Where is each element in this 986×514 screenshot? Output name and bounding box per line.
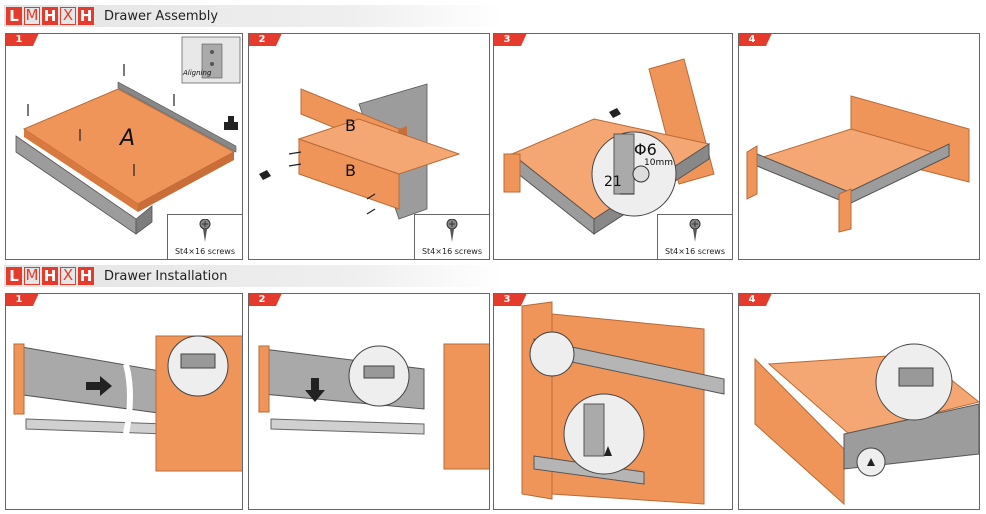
logo-letter: L [6,7,22,25]
screw-callout: St4×16 screws [167,214,242,259]
drawer-installed-illustration [754,343,979,506]
logo-letter: M [24,266,40,285]
logo-letter: H [42,7,58,25]
screw-label: St4×16 screws [421,247,483,256]
aligning-label: Aligning [183,69,212,77]
logo-letter: L [6,267,22,285]
panel-b-top-label: B [345,116,356,135]
drawer-front-illustration [503,58,715,236]
step-badge: 4 [739,34,772,46]
screw-icon [199,219,211,242]
slide-mounting-illustration [521,301,725,505]
assembly-step-2: 2 B B St4×16 screws [248,33,490,260]
logo-letter: H [78,267,94,285]
step-badge: 1 [6,34,39,46]
screw-label: St4×16 screws [174,247,236,256]
drawer-back-illustration [259,83,461,220]
logo-letter: H [78,7,94,25]
step-badge: 3 [494,34,527,46]
installation-step-1: 1 [5,293,243,510]
completed-drawer-illustration [746,95,970,233]
section-header-installation: L M H X H Drawer Installation [4,265,504,287]
dimension-offset: 21 [604,174,622,190]
screw-callout: St4×16 screws [414,214,489,259]
section-header-assembly: L M H X H Drawer Assembly [4,5,504,27]
logo-letter: H [42,267,58,285]
screw-label: St4×16 screws [664,247,726,256]
installation-step-4: 4 [738,293,980,510]
assembly-step-3: 3 Φ6 10mm 21 St4×16 screws [493,33,733,260]
screw-icon [689,219,701,242]
installation-step-2: 2 [248,293,490,510]
step-badge: 1 [6,294,39,306]
logo-letter: X [60,7,76,25]
slide-lowering-illustration [258,343,489,470]
drawer-bottom-illustration [15,36,241,235]
section-title: Drawer Installation [104,268,228,284]
assembly-step-4: 4 [738,33,980,260]
brand-logo: L M H X H [6,267,96,285]
logo-letter: M [24,6,40,25]
brand-logo: L M H X H [6,7,96,25]
section-title: Drawer Assembly [104,8,219,24]
assembly-step-1: 1 A Aligning St4×16 screws [5,33,243,260]
logo-letter: X [60,267,76,285]
slide-insertion-illustration [13,335,242,472]
panel-b-bottom-label: B [345,161,356,180]
step-badge: 4 [739,294,772,306]
installation-step-3: 3 [493,293,733,510]
screw-callout: St4×16 screws [657,214,732,259]
screw-icon [446,219,458,242]
dimension-depth: 10mm [644,158,673,168]
step-badge: 2 [249,294,282,306]
panel-a-label: A [120,126,136,151]
step-badge: 3 [494,294,527,306]
dimension-diameter: Φ6 [634,140,657,159]
step-badge: 2 [249,34,282,46]
